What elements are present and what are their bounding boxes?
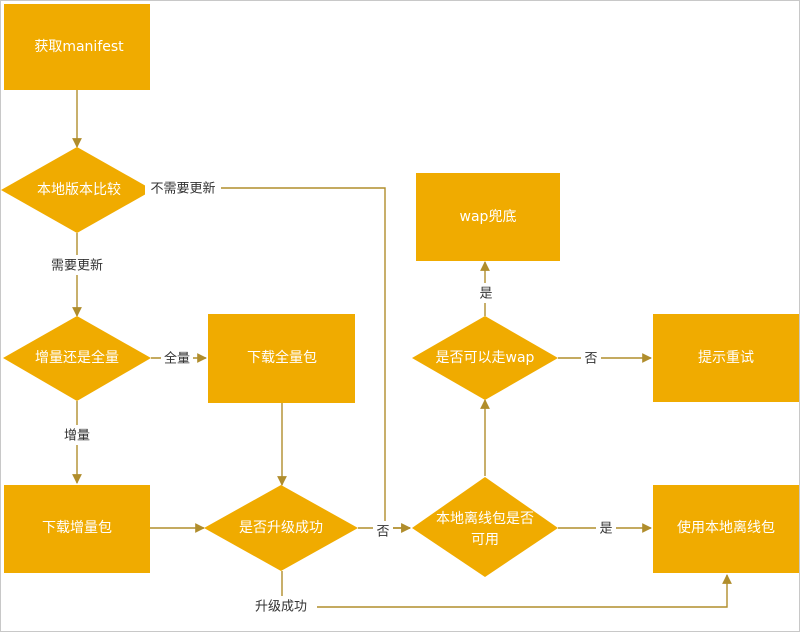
- edge-label-yes-2: 是: [599, 522, 612, 537]
- node-wap-fallback: [416, 173, 560, 261]
- node-download-incremental: [4, 485, 150, 573]
- node-upgrade-success-q: [204, 485, 358, 571]
- edge-label-no-update-needed: 不需要更新: [150, 181, 215, 197]
- node-retry-prompt: [653, 314, 799, 402]
- node-label-incremental-or-full: 增量还是全量: [35, 349, 119, 366]
- node-compare-version: [1, 147, 153, 233]
- node-label-can-use-wap-q: 是否可以走wap: [436, 350, 535, 366]
- node-use-local-offline: [653, 485, 799, 573]
- node-label-download-incremental: 下载增量包: [42, 520, 112, 536]
- edge-upgrade-success: [281, 571, 732, 608]
- node-can-use-wap-q: [412, 316, 558, 400]
- node-label-use-local-offline: 使用本地离线包: [677, 519, 775, 536]
- node-label-upgrade-success-q: 是否升级成功: [239, 520, 323, 536]
- node-offline-available-q: [412, 477, 558, 577]
- node-label-get-manifest: 获取manifest: [34, 39, 124, 55]
- nodes: [1, 4, 799, 577]
- node-download-full: [208, 314, 355, 403]
- edge-label-update-needed: 需要更新: [51, 258, 103, 274]
- edge-labels: 不需要更新 需要更新 全量 增量 否 是 是 否 升级成功: [41, 178, 616, 616]
- edge-label-no-2: 否: [584, 352, 597, 367]
- node-get-manifest: [4, 4, 150, 90]
- edge-label-incremental: 增量: [64, 429, 90, 444]
- node-label-wap-fallback: wap兜底: [460, 209, 517, 225]
- edge-label-yes-1: 是: [479, 287, 492, 302]
- edge-label-full: 全量: [164, 351, 190, 367]
- node-incremental-or-full: [3, 316, 151, 401]
- node-label-retry-prompt: 提示重试: [698, 350, 754, 366]
- node-label-compare-version: 本地版本比较: [37, 182, 121, 198]
- edge-label-no-1: 否: [376, 525, 389, 540]
- node-label-offline-line1: 本地离线包是否: [436, 510, 534, 527]
- node-label-offline-line2: 可用: [471, 532, 499, 548]
- edge-label-upgrade-success: 升级成功: [255, 600, 307, 615]
- node-label-download-full: 下载全量包: [247, 349, 317, 366]
